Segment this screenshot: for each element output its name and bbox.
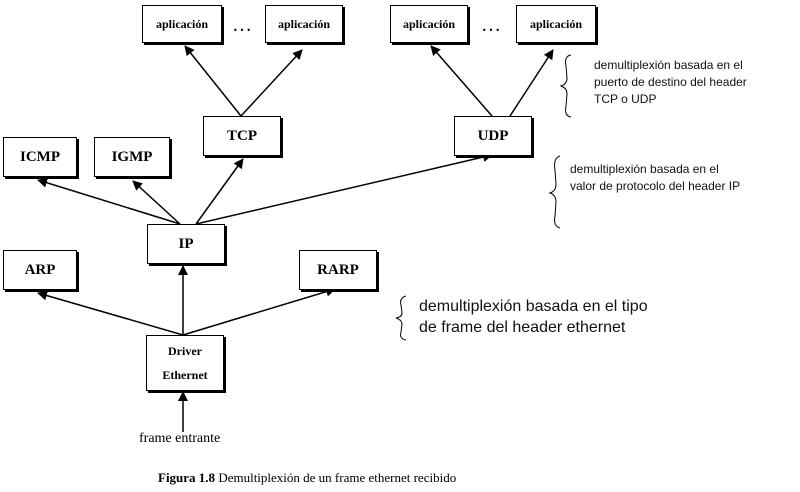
igmp-node: IGMP (94, 137, 170, 177)
annotation-port-line3: TCP o UDP (594, 92, 657, 106)
ellipsis-tcp: … (232, 14, 254, 36)
app-node-3: aplicación (390, 5, 468, 43)
annotation-port-line1: demultiplexión basada en el (594, 58, 743, 72)
arrow-udp-to-app3 (430, 45, 493, 117)
rarp-node: RARP (299, 250, 377, 290)
annotation-protocol-line2: valor de protocolo del header IP (570, 179, 741, 193)
annotation-port: demultiplexión basada en el puerto de de… (594, 57, 747, 108)
figure-caption-text: Demultiplexión de un frame ethernet reci… (215, 470, 457, 485)
ellipsis-udp: … (481, 14, 503, 36)
arrow-driver-to-rarp (182, 286, 336, 336)
annotation-protocol-line1: demultiplexión basada en el (570, 162, 719, 176)
annotation-port-line2: puerto de destino del header (594, 75, 747, 89)
arp-node: ARP (3, 250, 77, 290)
arrow-ip-to-tcp (195, 158, 244, 225)
figure-caption-label: Figura 1.8 (158, 470, 216, 485)
ip-node: IP (147, 224, 225, 264)
brace-frame-type (395, 295, 407, 341)
figure-caption: Figura 1.8 Demultiplexión de un frame et… (158, 470, 456, 486)
arrow-ip-to-igmp (132, 180, 181, 225)
brace-port (559, 54, 572, 118)
udp-node: UDP (454, 116, 532, 156)
annotation-frame-type: demultiplexión basada en el tipo de fram… (419, 296, 648, 338)
arrow-ip-to-icmp (37, 177, 181, 225)
annotation-frame-type-line2: de frame del header ethernet (419, 319, 626, 336)
brace-protocol (548, 155, 561, 229)
arrow-udp-to-app4 (509, 49, 554, 117)
driver-ethernet-node: Driver Ethernet (146, 335, 224, 391)
annotation-frame-type-line1: demultiplexión basada en el tipo (419, 298, 648, 315)
arrow-ip-to-udp (195, 152, 493, 225)
driver-label-line2: Ethernet (162, 368, 208, 382)
frame-input-label: frame entrante (139, 431, 221, 446)
driver-label-line1: Driver (168, 344, 202, 358)
arrow-driver-to-arp (37, 290, 184, 336)
app-node-4: aplicación (516, 5, 596, 43)
annotation-protocol: demultiplexión basada en el valor de pro… (570, 161, 740, 195)
app-node-1: aplicación (142, 5, 222, 43)
app-node-2: aplicación (265, 5, 343, 43)
icmp-node: ICMP (3, 137, 77, 177)
arrow-tcp-to-app1 (184, 45, 242, 117)
arrow-tcp-to-app2 (240, 49, 303, 117)
tcp-node: TCP (203, 116, 281, 156)
